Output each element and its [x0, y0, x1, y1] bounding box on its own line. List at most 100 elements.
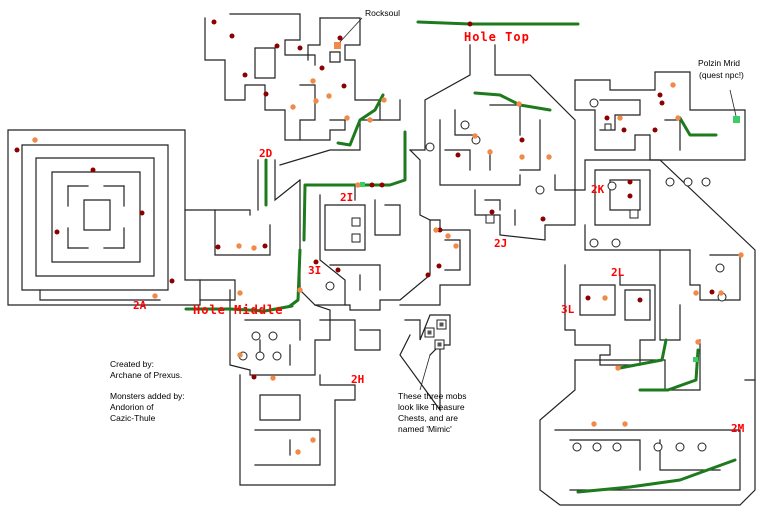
- zone-label-hole-top: Hole Top: [464, 30, 530, 44]
- block-icon: [351, 217, 361, 227]
- mimic-note-line2: look like Treasure: [398, 402, 465, 412]
- mimic-note-line4: named 'Mimic': [398, 424, 452, 434]
- pillar-icon: [675, 442, 685, 452]
- mob-orange-icon: [738, 252, 744, 258]
- mob-orange-icon: [237, 290, 243, 296]
- mob-orange-icon: [615, 365, 621, 371]
- credits: Created by: Archane of Prexus. Monsters …: [110, 359, 185, 423]
- pillars: [238, 98, 727, 452]
- mob-dark-icon: [369, 182, 375, 188]
- zone-label-2a: 2A: [133, 299, 147, 312]
- zone-label-hole-middle: Hole Middle: [193, 303, 283, 317]
- pillar-icon: [460, 120, 470, 130]
- route-upper-middle: [473, 91, 552, 112]
- pillar-icon: [612, 442, 622, 452]
- credits-line5: Cazic-Thule: [110, 413, 156, 423]
- chest-icon: [439, 322, 444, 327]
- mob-dark-icon: [519, 137, 525, 143]
- mob-dark-icon: [437, 227, 443, 233]
- mob-orange-icon: [622, 421, 628, 427]
- mob-orange-icon: [310, 437, 316, 443]
- pillar-icon: [589, 98, 599, 108]
- mob-orange-icon: [297, 287, 303, 293]
- mob-dark-icon: [262, 243, 268, 249]
- block-icon: [485, 214, 495, 224]
- pillar-icon: [325, 281, 335, 291]
- mob-orange-icon: [445, 233, 451, 239]
- pillar-icon: [665, 177, 675, 187]
- mimic-note-line3: Chests, and are: [398, 413, 458, 423]
- block-icon: [629, 209, 639, 219]
- route-hole-middle: [184, 304, 294, 313]
- pillar-icon: [607, 181, 617, 191]
- mob-dark-icon: [90, 167, 96, 173]
- block-icon: [604, 123, 612, 131]
- zone-label-2j: 2J: [494, 237, 507, 250]
- mob-orange-icon: [472, 133, 478, 139]
- mob-orange-icon: [381, 97, 387, 103]
- zone-label-2i: 2I: [340, 191, 353, 204]
- mob-orange-icon: [433, 227, 439, 233]
- green-marker-icon: [360, 182, 365, 187]
- mob-orange-icon: [675, 115, 681, 121]
- mob-orange-icon: [602, 295, 608, 301]
- mob-dark-icon: [425, 272, 431, 278]
- mob-dark-icon: [627, 193, 633, 199]
- mob-dark-icon: [467, 21, 473, 27]
- chest-icon: [437, 342, 442, 347]
- pillar-icon: [697, 442, 707, 452]
- route-hole-top: [416, 20, 580, 26]
- zone-label-2m: 2M: [731, 422, 745, 435]
- credits-line3: Monsters added by:: [110, 391, 185, 401]
- pillar-icon: [272, 351, 282, 361]
- route-2i-line: [302, 130, 407, 242]
- pillar-icon: [715, 263, 725, 273]
- polzin-label-line2: (quest npc!): [699, 70, 744, 80]
- mob-orange-icon: [313, 98, 319, 104]
- mob-orange-icon: [591, 421, 597, 427]
- mob-dark-icon: [297, 45, 303, 51]
- mimic-leader-line: [419, 354, 431, 391]
- route-nw-hook: [336, 93, 385, 147]
- zone-label-2k: 2K: [591, 183, 605, 196]
- pillar-icon: [535, 185, 545, 195]
- pillar-icon: [589, 238, 599, 248]
- map-walls: [7, 13, 756, 506]
- mob-orange-icon: [516, 101, 522, 107]
- pillar-icon: [572, 442, 582, 452]
- zone-label-2d: 2D: [259, 147, 273, 160]
- pillar-icon: [255, 351, 265, 361]
- mob-dark-icon: [211, 19, 217, 25]
- mob-orange-icon: [487, 149, 493, 155]
- mob-dark-icon: [251, 374, 257, 380]
- mob-dark-icon: [604, 115, 610, 121]
- mimic-note-line1: These three mobs: [398, 391, 467, 401]
- mob-dark-icon: [540, 216, 546, 222]
- mob-dark-icon: [313, 259, 319, 265]
- mob-dark-icon: [319, 65, 325, 71]
- npc-marker-icon: [733, 116, 740, 123]
- mob-orange-icon: [251, 245, 257, 251]
- zone-label-3i: 3I: [308, 264, 321, 277]
- mob-orange-icon: [453, 243, 459, 249]
- mob-dark-icon: [54, 229, 60, 235]
- zone-label-3l: 3L: [561, 303, 575, 316]
- route-2m: [576, 458, 737, 494]
- mob-dark-icon: [652, 127, 658, 133]
- mobs-orange: [32, 78, 744, 455]
- block-icon: [351, 233, 361, 243]
- credits-line1: Created by:: [110, 359, 154, 369]
- mobs-dark: [14, 19, 715, 380]
- pillar-icon: [701, 177, 711, 187]
- zone-label-2h: 2H: [351, 373, 364, 386]
- zone-label-2l: 2L: [611, 266, 625, 279]
- rocksoul-marker-icon: [334, 42, 341, 49]
- route-3i: [288, 248, 302, 308]
- mob-dark-icon: [637, 297, 643, 303]
- pillar-icon: [268, 331, 278, 341]
- mob-orange-icon: [295, 449, 301, 455]
- mob-orange-icon: [290, 104, 296, 110]
- mob-orange-icon: [236, 243, 242, 249]
